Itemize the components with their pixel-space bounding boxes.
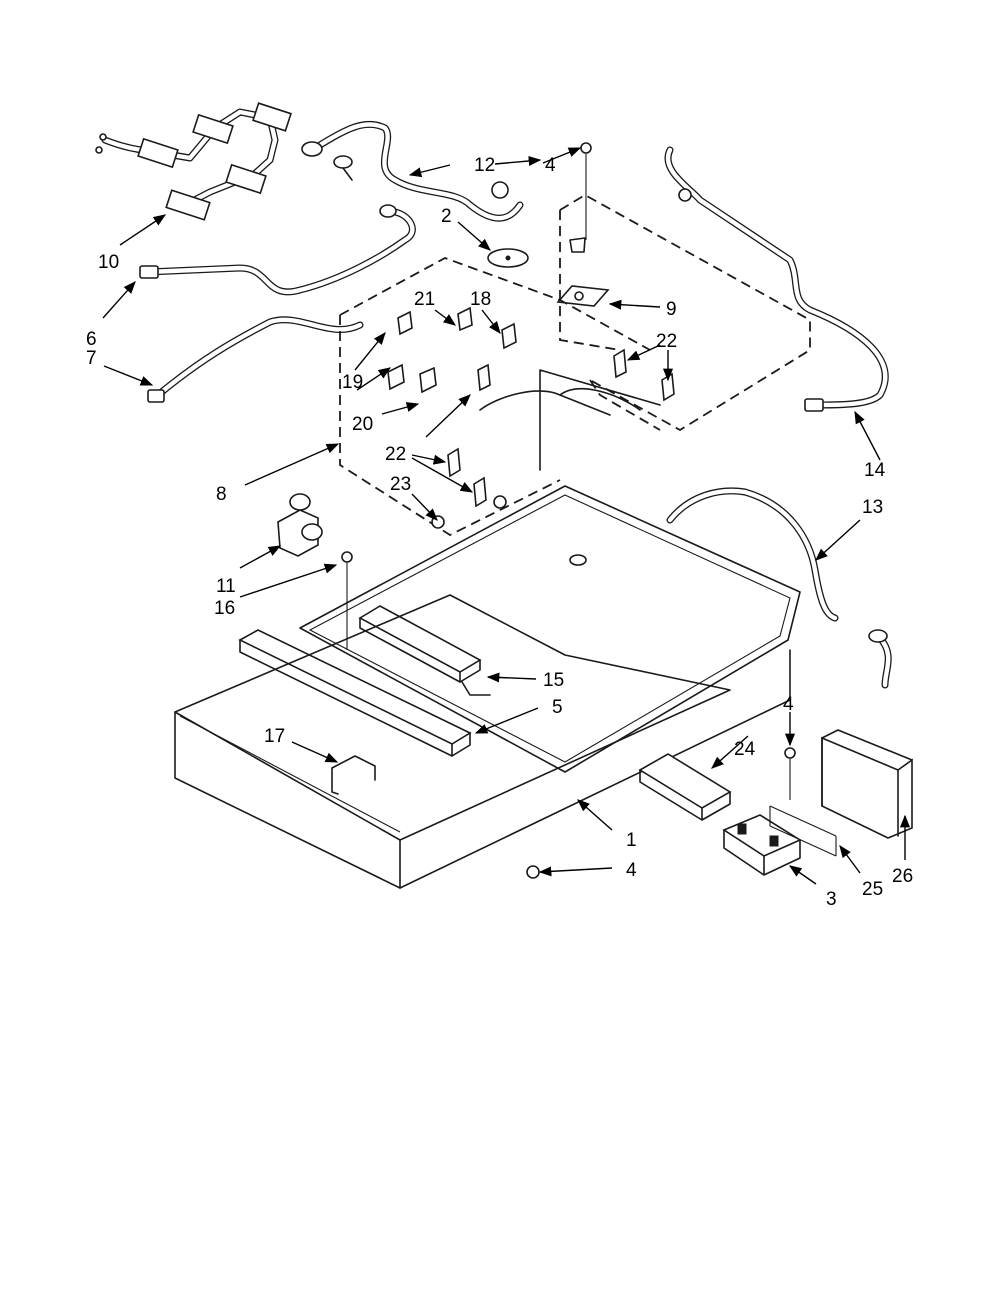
callout-25: 25 bbox=[862, 879, 883, 900]
callout-6: 6 bbox=[86, 329, 97, 350]
callout-4-right: 4 bbox=[783, 694, 794, 715]
screw-part bbox=[580, 142, 592, 240]
callout-26: 26 bbox=[892, 866, 913, 887]
callout-1: 1 bbox=[626, 830, 637, 851]
gas-tube-12-part bbox=[301, 120, 524, 222]
manifold-tube-part bbox=[139, 204, 416, 403]
pressure-regulator-part bbox=[277, 493, 323, 557]
bracket-9-part bbox=[556, 237, 610, 307]
callout-12: 12 bbox=[474, 155, 495, 176]
gas-tube-13-part bbox=[666, 487, 892, 689]
bracket-17-part bbox=[331, 755, 376, 795]
leader-lines bbox=[102, 147, 911, 885]
base-pan-part bbox=[174, 594, 791, 889]
inner-manifold-pipe bbox=[479, 369, 661, 471]
plate-25-part bbox=[769, 747, 837, 857]
callout-16: 16 bbox=[214, 598, 235, 619]
callout-14: 14 bbox=[864, 460, 886, 481]
screw-16-part bbox=[341, 551, 353, 650]
callout-4-bottom: 4 bbox=[626, 860, 637, 881]
valve-manifold-dashed-frame bbox=[339, 257, 651, 537]
callout-22-left: 22 bbox=[385, 444, 406, 465]
callout-22-right: 22 bbox=[656, 331, 677, 352]
terminal-block-part bbox=[722, 814, 802, 876]
gas-tube-14-part bbox=[664, 146, 889, 412]
callout-7: 7 bbox=[86, 348, 97, 369]
screw-bottom-part bbox=[526, 865, 540, 879]
channel-24-part bbox=[638, 753, 732, 821]
callout-11: 11 bbox=[216, 576, 236, 597]
callout-15: 15 bbox=[543, 670, 564, 691]
callout-19: 19 bbox=[342, 372, 363, 393]
callout-18: 18 bbox=[470, 289, 491, 310]
callout-10: 10 bbox=[98, 252, 119, 273]
callout-20: 20 bbox=[352, 414, 373, 435]
right-dashed-frame bbox=[559, 193, 811, 432]
bracket-15-part bbox=[358, 605, 491, 696]
callout-24: 24 bbox=[734, 739, 756, 760]
callout-8: 8 bbox=[216, 484, 227, 505]
callout-21: 21 bbox=[414, 289, 435, 310]
callout-9: 9 bbox=[666, 299, 677, 320]
callout-2: 2 bbox=[441, 206, 452, 227]
callout-labels: 1 2 3 4 4 4 5 6 7 8 9 10 11 12 13 14 15 … bbox=[86, 155, 913, 910]
callout-13: 13 bbox=[862, 497, 883, 518]
callout-23: 23 bbox=[390, 474, 411, 495]
rail-5-part bbox=[238, 629, 472, 757]
callout-4-top: 4 bbox=[545, 155, 556, 176]
callout-3: 3 bbox=[826, 889, 837, 910]
cover-box-26-part bbox=[821, 729, 913, 839]
top-panel-part bbox=[299, 485, 801, 773]
igniter-harness-part bbox=[95, 102, 292, 221]
callout-5: 5 bbox=[552, 697, 563, 718]
callout-17: 17 bbox=[264, 726, 285, 747]
